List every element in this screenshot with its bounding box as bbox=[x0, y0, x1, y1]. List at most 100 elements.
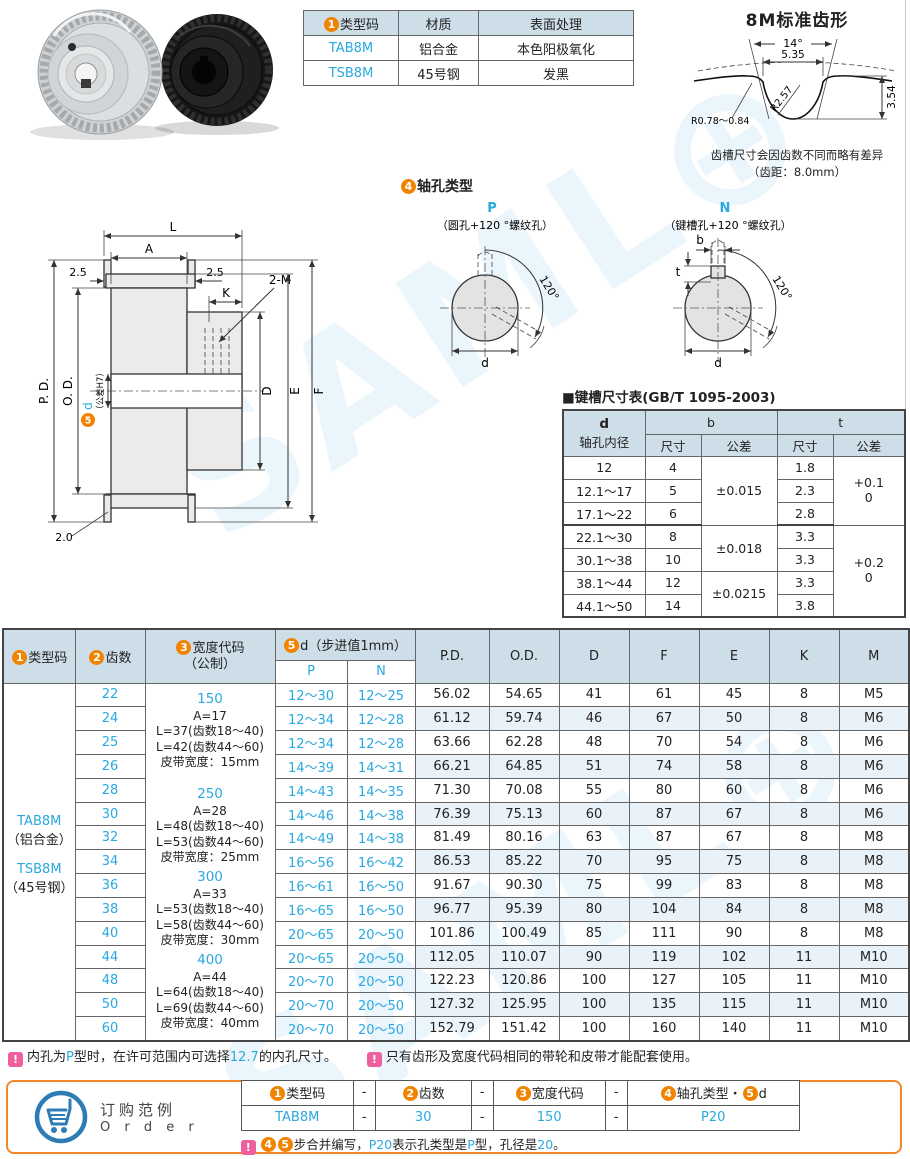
k-cell: 8 bbox=[768, 920, 840, 946]
k-cell: 8 bbox=[768, 682, 840, 708]
spec-type-code: TAB8M bbox=[303, 35, 399, 61]
d-cell: 60 bbox=[558, 801, 630, 827]
d-cell: 51 bbox=[558, 753, 630, 779]
order-dash: - bbox=[470, 1104, 494, 1131]
pd-cell: 81.49 bbox=[414, 825, 490, 851]
spec-finish: 发黑 bbox=[478, 60, 634, 86]
d-cell: 80 bbox=[558, 896, 630, 922]
e-cell: 105 bbox=[698, 968, 770, 994]
header-bore-n: N bbox=[346, 659, 416, 684]
header-E: E bbox=[698, 628, 770, 684]
spec-material: 铝合金 bbox=[398, 35, 479, 61]
m-cell: M6 bbox=[838, 753, 910, 779]
tooth-profile-note: 齿槽尺寸会因齿数不同而略有差异 （齿距：8.0mm） bbox=[710, 148, 884, 179]
note-icon: ! bbox=[366, 1052, 382, 1067]
bore-range-p-cell: 16～65 bbox=[274, 896, 348, 922]
od-cell: 59.74 bbox=[488, 706, 560, 732]
bore-range-n-cell: 14～31 bbox=[346, 753, 416, 779]
m-cell: M8 bbox=[838, 849, 910, 875]
header-bore-p: P bbox=[274, 659, 348, 684]
footnotes: !内孔为P型时，在许可范围内可选择12.7的内孔尺寸。 !只有齿形及宽度代码相同… bbox=[8, 1046, 698, 1067]
f-cell: 160 bbox=[628, 1016, 700, 1041]
od-cell: 120.86 bbox=[488, 968, 560, 994]
pd-cell: 63.66 bbox=[414, 730, 490, 755]
spec-type-code: TSB8M bbox=[303, 60, 399, 86]
svg-text:2.5: 2.5 bbox=[69, 266, 87, 279]
d-cell: 75 bbox=[558, 873, 630, 898]
e-cell: 90 bbox=[698, 920, 770, 946]
keyway-header-size: 尺寸 bbox=[644, 433, 702, 457]
type-code-cell: TAB8M（铝合金）TSB8M（45号钢） bbox=[2, 682, 76, 1041]
d-cell: 100 bbox=[558, 1016, 630, 1041]
header-od: O.D. bbox=[488, 628, 560, 684]
order-value-teeth: 30 bbox=[374, 1104, 472, 1131]
bore-range-n-cell: 20～50 bbox=[346, 968, 416, 994]
note-icon: ! bbox=[240, 1139, 256, 1155]
pd-cell: 101.86 bbox=[414, 920, 490, 946]
teeth-count-cell: 22 bbox=[74, 682, 146, 708]
teeth-count-cell: 38 bbox=[74, 896, 146, 922]
keyway-t-tolerance: +0.1 0 bbox=[832, 455, 906, 526]
circle-3-icon: 3 bbox=[515, 1086, 531, 1101]
m-cell: M10 bbox=[838, 992, 910, 1018]
svg-text:P. D.: P. D. bbox=[37, 378, 51, 404]
e-cell: 75 bbox=[698, 849, 770, 875]
d-cell: 46 bbox=[558, 706, 630, 732]
circle-1-icon: 1 bbox=[323, 16, 339, 32]
od-cell: 95.39 bbox=[488, 896, 560, 922]
keyway-b-tolerance: ±0.015 bbox=[700, 455, 778, 526]
keyway-header-size: 尺寸 bbox=[776, 433, 834, 457]
k-cell: 8 bbox=[768, 801, 840, 827]
f-cell: 111 bbox=[628, 920, 700, 946]
note-icon: ! bbox=[8, 1052, 23, 1067]
keyway-b-tolerance: ±0.0215 bbox=[700, 570, 778, 618]
circle-num-icon: 5 bbox=[277, 1136, 293, 1152]
svg-text:E: E bbox=[288, 387, 302, 395]
svg-text:14°: 14° bbox=[783, 37, 803, 50]
k-cell: 8 bbox=[768, 849, 840, 875]
m-cell: M10 bbox=[838, 968, 910, 994]
od-cell: 70.08 bbox=[488, 777, 560, 803]
bore-range-p-cell: 12～30 bbox=[274, 682, 348, 708]
tooth-profile-diagram: 14° 5.35 R2.57 R0.78～0.84 3.54 bbox=[691, 37, 898, 127]
bore-range-n-cell: 12～28 bbox=[346, 706, 416, 732]
teeth-count-cell: 32 bbox=[74, 825, 146, 851]
e-cell: 58 bbox=[698, 753, 770, 779]
f-cell: 70 bbox=[628, 730, 700, 755]
bore-range-n-cell: 20～50 bbox=[346, 944, 416, 970]
pd-cell: 91.67 bbox=[414, 873, 490, 898]
circle-1-icon: 1 bbox=[12, 649, 28, 665]
teeth-count-cell: 44 bbox=[74, 944, 146, 970]
teeth-count-cell: 60 bbox=[74, 1016, 146, 1041]
circle-1-icon: 1 bbox=[270, 1086, 286, 1101]
shaft-hole-n-diagram: N （键槽孔+120 °螺纹孔） b t 120° bbox=[664, 201, 794, 370]
svg-text:N: N bbox=[720, 201, 731, 216]
header-F: F bbox=[628, 628, 700, 684]
m-cell: M8 bbox=[838, 873, 910, 898]
bore-range-p-cell: 14～43 bbox=[274, 777, 348, 803]
f-cell: 61 bbox=[628, 682, 700, 708]
e-cell: 140 bbox=[698, 1016, 770, 1041]
bore-range-n-cell: 16～50 bbox=[346, 873, 416, 898]
m-cell: M8 bbox=[838, 896, 910, 922]
